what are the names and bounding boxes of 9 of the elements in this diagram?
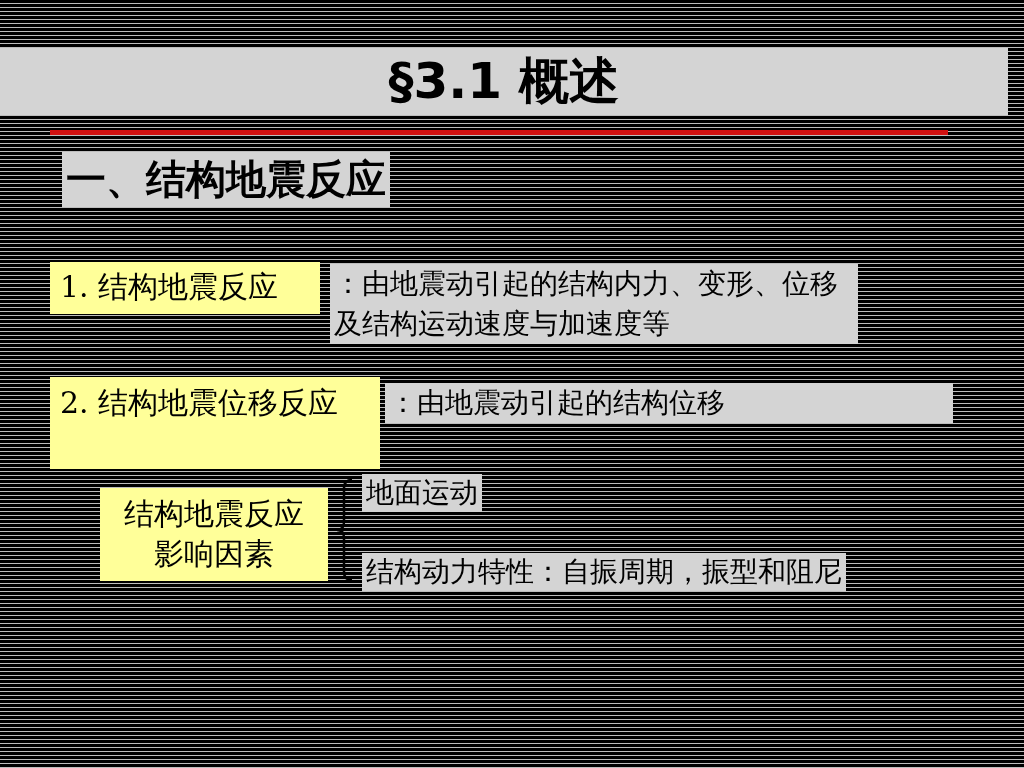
slide-title: §3.1 概述	[0, 48, 1008, 115]
section-heading: 一、结构地震反应	[62, 152, 390, 207]
factor-text: 结构动力特性：自振周期，振型和阻尼	[362, 553, 846, 591]
term-box: 结构地震反应影响因素	[100, 488, 328, 581]
definition-text: ：由地震动引起的结构内力、变形、位移及结构运动速度与加速度等	[330, 264, 858, 344]
definition-text: ：由地震动引起的结构位移	[385, 383, 953, 423]
term-box: 1. 结构地震反应	[50, 262, 320, 314]
factor-text: 地面运动	[362, 474, 482, 512]
term-box: 2. 结构地震位移反应	[50, 377, 380, 469]
